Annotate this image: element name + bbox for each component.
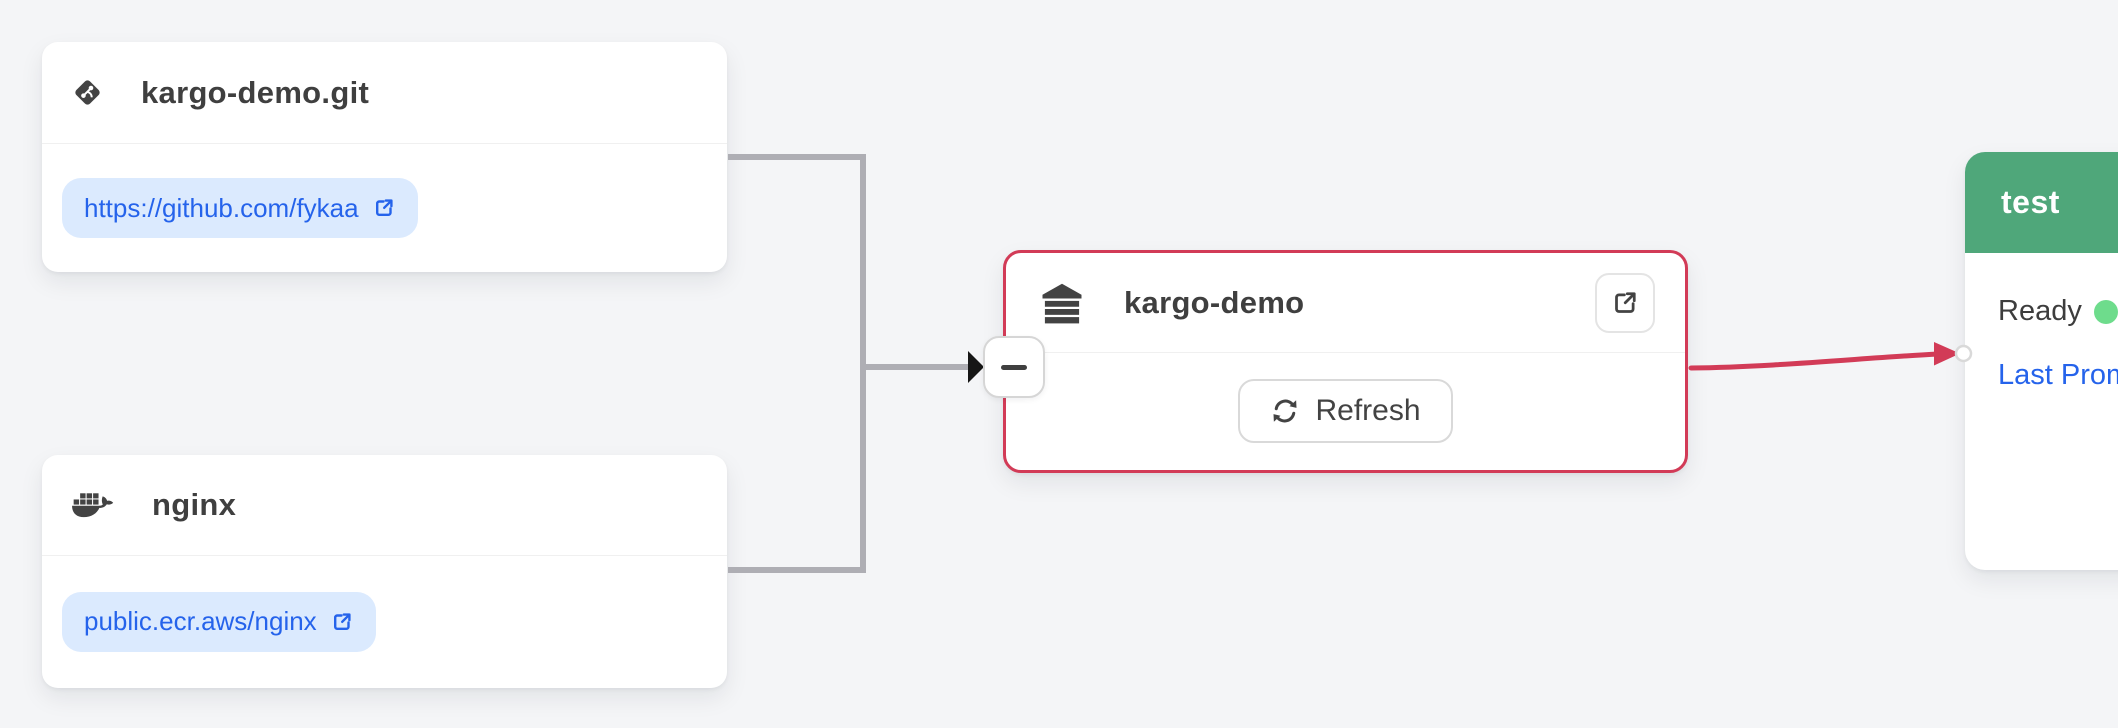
repo-node-header: kargo-demo.git (42, 42, 727, 143)
edge-arrowhead-icon (968, 351, 984, 383)
stage-body: Ready Last Promotion (1965, 253, 2118, 392)
warehouse-body: Refresh (1006, 352, 1685, 468)
stage-status-row: Ready (1998, 295, 2118, 328)
external-link-icon (372, 196, 396, 220)
repo-node-title: kargo-demo.git (141, 74, 370, 110)
repo-node-nginx[interactable]: nginx public.ecr.aws/nginx (42, 455, 727, 688)
stage-header: test (1965, 152, 2118, 253)
refresh-button[interactable]: Refresh (1238, 378, 1453, 443)
docker-icon (70, 489, 116, 521)
refresh-button-label: Refresh (1315, 393, 1421, 427)
repo-node-body: https://github.com/fykaa (42, 143, 727, 272)
subscription-edge (728, 154, 866, 573)
last-promotion-link[interactable]: Last Promotion (1998, 359, 2118, 391)
open-warehouse-button[interactable] (1595, 272, 1655, 333)
repo-node-header: nginx (42, 455, 727, 555)
warehouse-icon (1038, 279, 1086, 327)
stage-name: test (2001, 184, 2060, 220)
collapse-subscriptions-button[interactable] (983, 336, 1045, 398)
repo-node-git[interactable]: kargo-demo.git https://github.com/fykaa (42, 42, 727, 272)
repo-link[interactable]: public.ecr.aws/nginx (62, 591, 376, 652)
promotion-edge (1688, 351, 1941, 371)
external-link-icon (330, 610, 354, 634)
external-link-icon (1610, 288, 1640, 318)
repo-node-title: nginx (152, 487, 237, 522)
warehouse-header: kargo-demo (1006, 253, 1685, 352)
repo-link-label: public.ecr.aws/nginx (84, 606, 317, 636)
repo-link[interactable]: https://github.com/fykaa (62, 178, 418, 238)
git-icon (70, 75, 105, 110)
promotion-edge-arrowhead-icon (1934, 342, 1960, 366)
stage-node-test[interactable]: test Ready Last Promotion (1965, 152, 2118, 570)
repo-node-body: public.ecr.aws/nginx (42, 555, 727, 687)
warehouse-node[interactable]: kargo-demo (1003, 250, 1688, 473)
health-dot (2093, 299, 2118, 324)
stage-status-label: Ready (1998, 295, 2082, 327)
minus-icon (1001, 364, 1027, 370)
warehouse-title: kargo-demo (1124, 284, 1305, 320)
repo-link-label: https://github.com/fykaa (84, 192, 359, 223)
refresh-sync-icon (1270, 396, 1300, 426)
